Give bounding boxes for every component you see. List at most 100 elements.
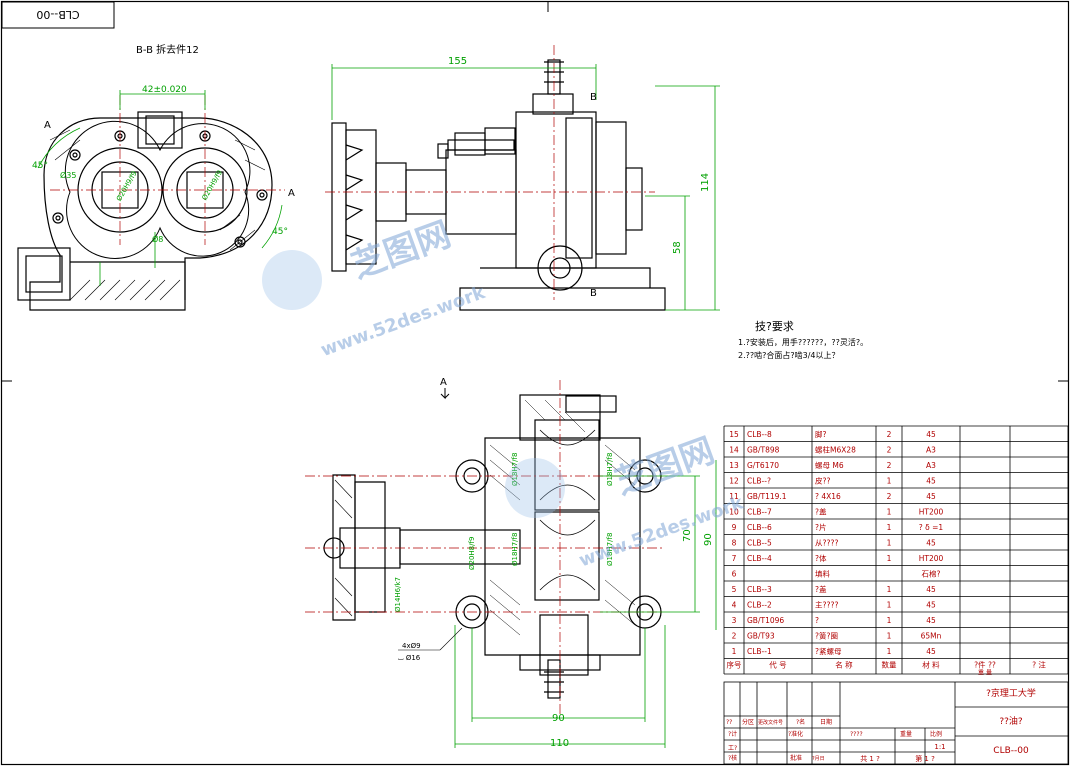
top-view-arrow-label: A (440, 377, 447, 388)
bom-cell: 石棉? (922, 569, 941, 579)
bom-cell: 2 (887, 492, 892, 501)
bom-cell: GB/T119.1 (747, 492, 787, 501)
bom-cell: ?体 (815, 553, 827, 563)
dim-width-90: 90 (552, 713, 565, 724)
section-centerlines (50, 95, 285, 245)
bom-cell: 8 (732, 539, 737, 548)
bom-cell: 1 (887, 523, 892, 532)
bom-cell: 脚? (815, 429, 826, 439)
bom-cell: CLB--5 (747, 539, 772, 548)
bom-header-cell: 数量 (882, 660, 897, 670)
dim-center-distance: 42±0.020 (142, 85, 187, 95)
dim-angle-lower: 45° (272, 227, 288, 237)
tb-zone: 分区 (742, 718, 754, 726)
bom-cell: 4 (732, 601, 737, 610)
keyway-leader-diag (439, 627, 463, 651)
bom-header-cell: ? 注 (1032, 660, 1046, 670)
dim-small-dia: Ø8 (152, 234, 163, 244)
bom-cell: 45 (926, 647, 936, 656)
bom-header-cell: 名 称 (835, 660, 853, 670)
bom-cell: CLB--8 (747, 430, 772, 439)
watermark-url-2: www.52des.work (576, 492, 747, 571)
bom-cell: 5 (732, 585, 737, 594)
tech-line-2: 2.??啮?合面占?啮3/4以上？ (738, 350, 840, 360)
bom-cell: ?紧螺母 (815, 646, 842, 656)
dim-height-70: 70 (682, 529, 693, 542)
bom-cell: 皮?? (815, 476, 830, 486)
bom-cell: 45 (926, 585, 936, 594)
bom-cell: 主???? (815, 600, 838, 610)
bom-cell: ?片 (815, 522, 826, 532)
dim-width-155: 155 (448, 56, 467, 67)
tb-design: ?计 (728, 730, 737, 738)
tb-weight: 重量 (900, 730, 912, 738)
tb-change: 更改文件号 (758, 719, 783, 726)
dim-fit-left-top: Ø18H7/f8 (511, 453, 519, 486)
bom-header-cell: ?件 ?? (974, 660, 996, 670)
dim-fit-right-mid: Ø18H7/f8 (606, 533, 614, 566)
bom-cell: CLB--1 (747, 647, 772, 656)
bom-cell: 从???? (815, 539, 838, 548)
bom-cell: 1 (732, 647, 737, 656)
tb-mark: ?? (726, 719, 732, 726)
bom-cell: 1 (887, 632, 892, 641)
bom-cell: GB/T1096 (747, 616, 784, 625)
tb-std: ?准化 (788, 730, 803, 738)
title-sheet-count: 共 1 ? (860, 754, 880, 763)
front-dimensions (331, 64, 720, 311)
bom-cell: 45 (926, 477, 936, 486)
title-school: ?京理工大学 (986, 687, 1036, 699)
dim-fit-pulley: Ø14H6/k7 (394, 577, 402, 612)
dim-width-110: 110 (550, 738, 569, 749)
tb-review: ?核 (728, 754, 737, 762)
top-centerlines (305, 380, 665, 715)
bom-cell: CLB--6 (747, 523, 772, 532)
bom-cell: 11 (729, 492, 739, 501)
title-sheet-no: 第 1 ? (915, 754, 935, 763)
label-b-top: B (590, 92, 597, 103)
dim-angle-upper: 45° (32, 161, 48, 171)
bom-cell: 2 (887, 430, 892, 439)
title-block (723, 681, 1069, 765)
label-a-left: A (44, 120, 51, 131)
bom-cell: 3 (732, 616, 737, 625)
bom-cell: ? 4X16 (815, 492, 841, 501)
title-scale: 1:1 (934, 743, 945, 751)
bom-cell: 65Mn (921, 632, 942, 641)
dim-dia-left: Ø35 (60, 170, 76, 180)
bom-cell: GB/T898 (747, 446, 780, 455)
bom-cell: ? δ =1 (919, 523, 944, 532)
bom-cell: 1 (887, 585, 892, 594)
tb-date: 日期 (820, 718, 832, 726)
code-box (1, 1, 115, 29)
watermark-brand-2: 芝图网 (610, 431, 720, 503)
tech-line-1: 1.?安装后，用手??????，??灵活?。 (738, 337, 868, 347)
bom-cell: 12 (729, 477, 739, 486)
bom-cell: CLB--7 (747, 508, 772, 517)
bom-cell: 2 (887, 461, 892, 470)
bom-cell: 45 (926, 492, 936, 501)
bom-header-cell: 材 料 (922, 660, 940, 670)
bom-cell: 填料 (815, 569, 830, 579)
bom-cell: 7 (732, 554, 737, 563)
bom-cell: 1 (887, 477, 892, 486)
bom-cell: 1 (887, 554, 892, 563)
bom-cell: HT200 (919, 554, 944, 563)
dim-height-58: 58 (672, 241, 683, 254)
bom-cell: ? (815, 616, 819, 625)
section-title: B-B 拆去件12 (136, 43, 199, 56)
tb-sign: ?名 (796, 718, 805, 726)
bom-header-cell: 代 号 (769, 660, 786, 670)
label-b-bottom: B (590, 288, 597, 299)
bom-cell: CLB--3 (747, 585, 772, 594)
dim-fit-right-top: Ø18H7/f8 (606, 453, 614, 486)
tb-ratio: 比例 (930, 730, 942, 738)
bom-cell: GB/T93 (747, 632, 775, 641)
bom-cell: 2 (887, 446, 892, 455)
bom-header-cell: 序号 (727, 660, 742, 670)
bom-cell: 1 (887, 508, 892, 517)
title-code: CLB--00 (993, 746, 1029, 756)
bom-cell: 螺母 M6 (815, 460, 844, 470)
